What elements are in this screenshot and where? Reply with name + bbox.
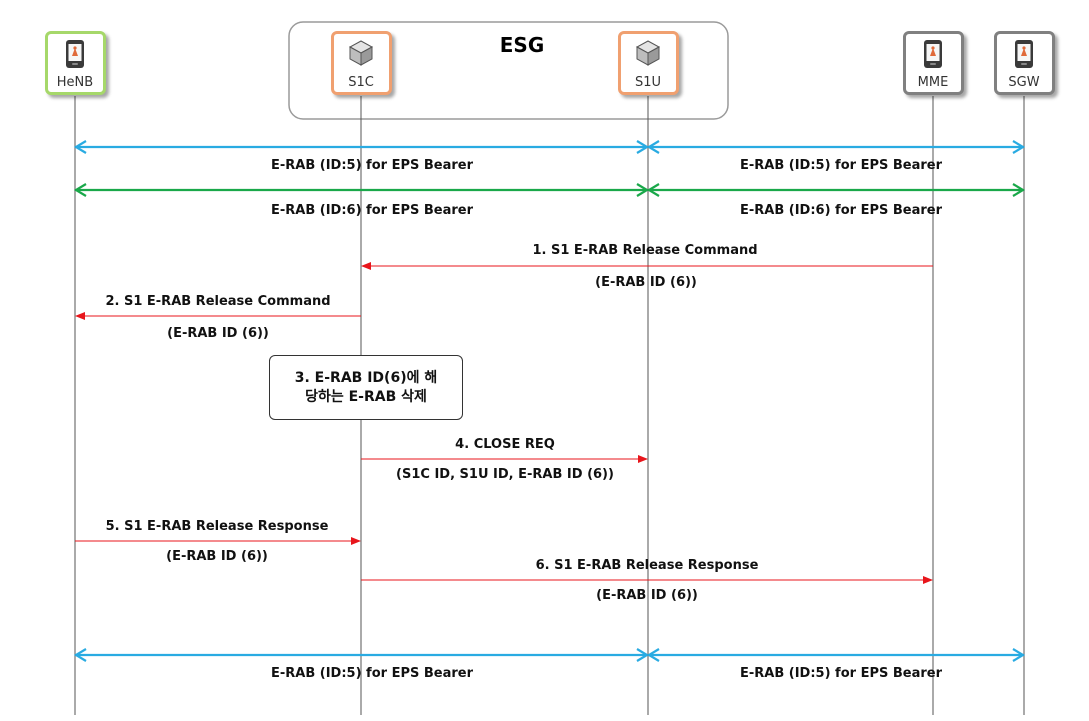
bearer-2-right-arrowhead-end bbox=[1012, 648, 1026, 662]
server-cube-icon bbox=[635, 39, 661, 71]
node-label: S1C bbox=[348, 75, 374, 90]
message-label: 1. S1 E-RAB Release Command bbox=[532, 243, 758, 258]
message-label: 6. S1 E-RAB Release Response bbox=[535, 558, 759, 573]
message-label: 4. CLOSE REQ bbox=[455, 437, 555, 452]
node-label: HeNB bbox=[56, 75, 94, 90]
node-mme: MME bbox=[902, 31, 964, 95]
bearer-1-left-arrowhead-start bbox=[73, 183, 87, 197]
bearer-1-right-arrowhead-end bbox=[1012, 183, 1026, 197]
bearer-0-left-arrowhead-start bbox=[73, 140, 87, 154]
bearer-0-right-arrowhead-end bbox=[1012, 140, 1026, 154]
message-params: (E-RAB ID (6)) bbox=[595, 275, 697, 290]
message-params: (E-RAB ID (6)) bbox=[166, 549, 268, 564]
message-label: 2. S1 E-RAB Release Command bbox=[105, 294, 331, 309]
phone-icon bbox=[923, 39, 943, 73]
bearer-label-right: E-RAB (ID:5) for EPS Bearer bbox=[739, 158, 943, 173]
esg-group-title: ESG bbox=[499, 33, 545, 57]
node-henb: HeNB bbox=[44, 31, 106, 95]
bearer-label-left: E-RAB (ID:5) for EPS Bearer bbox=[270, 158, 474, 173]
note-box: 3. E-RAB ID(6)에 해 당하는 E-RAB 삭제 bbox=[269, 355, 463, 420]
node-sgw: SGW bbox=[993, 31, 1055, 95]
node-label: S1U bbox=[634, 75, 662, 90]
server-cube-icon bbox=[348, 39, 374, 71]
bearer-2-left-arrowhead-start bbox=[73, 648, 87, 662]
node-s1c: S1C bbox=[330, 31, 392, 95]
bearer-label-left: E-RAB (ID:6) for EPS Bearer bbox=[270, 203, 474, 218]
bearer-label-right: E-RAB (ID:5) for EPS Bearer bbox=[739, 666, 943, 681]
node-label: MME bbox=[917, 75, 949, 90]
bearer-label-left: E-RAB (ID:5) for EPS Bearer bbox=[270, 666, 474, 681]
node-label: SGW bbox=[1008, 75, 1040, 90]
message-label: 5. S1 E-RAB Release Response bbox=[105, 519, 329, 534]
bearer-1-right-arrowhead-start bbox=[646, 183, 660, 197]
message-params: (S1C ID, S1U ID, E-RAB ID (6)) bbox=[396, 467, 614, 482]
message-params: (E-RAB ID (6)) bbox=[167, 326, 269, 341]
bearer-label-right: E-RAB (ID:6) for EPS Bearer bbox=[739, 203, 943, 218]
bearer-2-right-arrowhead-start bbox=[646, 648, 660, 662]
bearer-0-right-arrowhead-start bbox=[646, 140, 660, 154]
node-s1u: S1U bbox=[617, 31, 679, 95]
message-params: (E-RAB ID (6)) bbox=[596, 588, 698, 603]
phone-icon bbox=[1014, 39, 1034, 73]
phone-icon bbox=[65, 39, 85, 73]
